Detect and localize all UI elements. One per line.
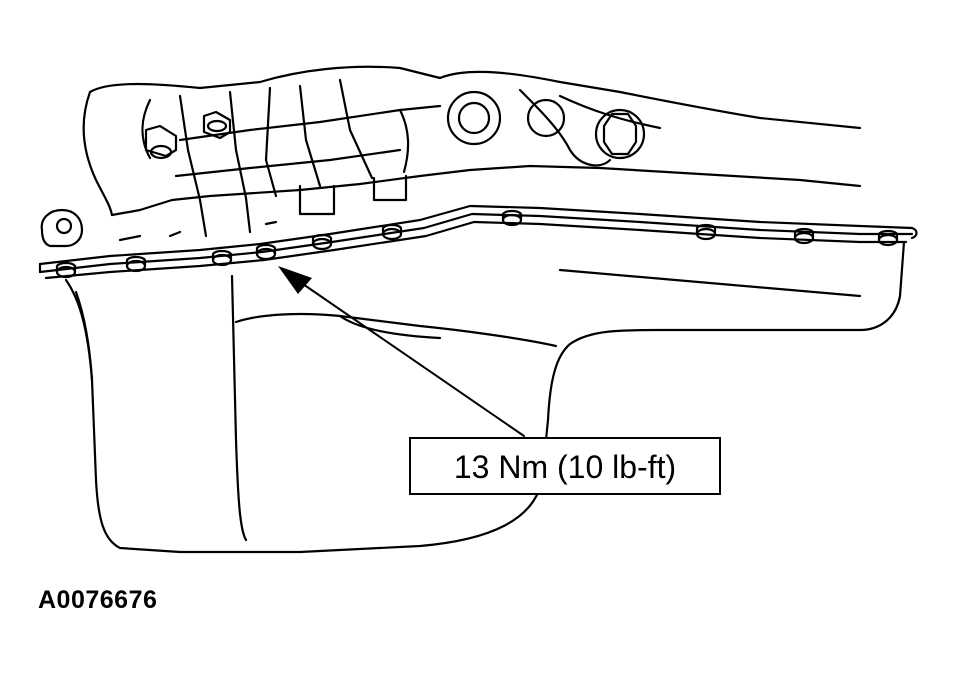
engine-block	[40, 65, 862, 248]
pan-bolt-icon	[501, 209, 523, 227]
pan-bolt-icon	[125, 255, 147, 273]
arrowhead-icon	[278, 266, 312, 294]
oil-pan-body	[64, 240, 906, 554]
pan-bolt-icon	[877, 229, 899, 247]
torque-label: 13 Nm (10 lb-ft)	[454, 449, 676, 485]
torque-callout: 13 Nm (10 lb-ft)	[409, 437, 721, 495]
figure-id: A0076676	[38, 586, 158, 614]
pan-bolt-icon	[381, 223, 403, 241]
pan-bolt-icon	[211, 249, 233, 267]
pan-bolt-icon	[55, 261, 77, 279]
oil-pan-bolts	[55, 209, 899, 279]
pan-bolt-icon	[793, 227, 815, 245]
leader-arrow	[299, 281, 525, 437]
pan-bolt-icon	[695, 223, 717, 241]
pan-bolt-icon	[311, 233, 333, 251]
block-bolt-icon	[144, 110, 232, 160]
oil-pan-flange	[38, 204, 918, 280]
pan-bolt-icon	[255, 243, 277, 261]
